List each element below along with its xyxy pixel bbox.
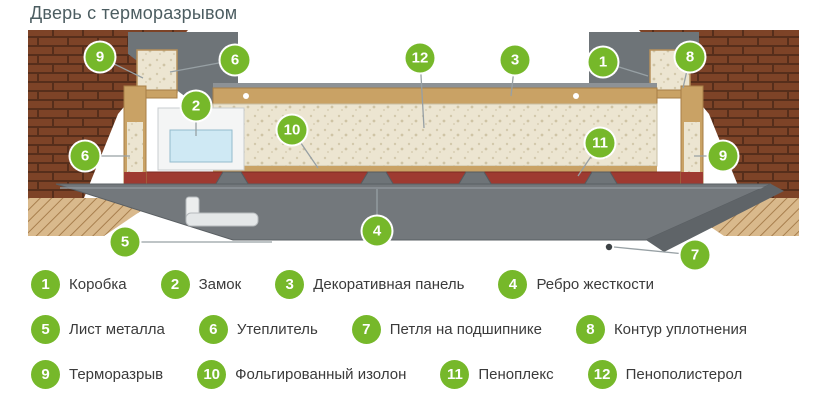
leader-lines (85, 56, 723, 256)
frame-stack-right (680, 85, 704, 189)
legend-item-7: 7 Петля на подшипнике (351, 315, 542, 344)
marker-6-left: 6 (70, 141, 100, 171)
legend-item-5: 5 Лист металла (31, 315, 165, 344)
marker-9-left-top: 9 (85, 42, 115, 72)
legend-badge: 11 (440, 360, 470, 389)
legend-badge: 10 (197, 360, 227, 389)
legend-item-12: 12 Пенополистерол (587, 360, 743, 389)
marker-10: 10 (277, 115, 307, 145)
legend-label: Декоративная панель (313, 276, 465, 293)
door-handle (185, 196, 259, 227)
marker-2: 2 (181, 91, 211, 121)
marker-6-top: 6 (220, 45, 250, 75)
legend-badge: 7 (351, 315, 381, 344)
brick-wall-right (639, 30, 799, 198)
legend-row-2: 5 Лист металла 6 Утеплитель 7 Петля на п… (31, 315, 747, 344)
legend-badge: 12 (587, 360, 617, 389)
hinge-dot (605, 243, 613, 251)
wood-sill-left (28, 198, 160, 236)
legend-label: Фольгированный изолон (235, 366, 407, 383)
page-title: Дверь с терморазрывом (30, 3, 238, 23)
legend-row-3: 9 Терморазрыв 10 Фольгированный изолон 1… (31, 360, 747, 389)
wood-sill-right (668, 198, 799, 236)
marker-4: 4 (362, 216, 392, 246)
legend-item-6: 6 Утеплитель (198, 315, 318, 344)
metal-sheet (55, 183, 784, 252)
frame-stack-left (123, 85, 147, 189)
legend-label: Ребро жесткости (536, 276, 654, 293)
door-frame-bracket-left (128, 32, 238, 106)
legend-label: Петля на подшипнике (389, 321, 542, 338)
marker-9-right: 9 (708, 141, 738, 171)
legend-badge: 3 (275, 270, 305, 299)
legend-label: Терморазрыв (69, 366, 164, 383)
legend-item-11: 11 Пеноплекс (440, 360, 554, 389)
legend-badge: 8 (575, 315, 605, 344)
marker-12: 12 (405, 43, 435, 73)
legend-item-10: 10 Фольгированный изолон (197, 360, 406, 389)
legend-label: Пенополистерол (625, 366, 743, 383)
legend-badge: 6 (198, 315, 228, 344)
legend-item-4: 4 Ребро жесткости (498, 270, 654, 299)
legend-badge: 2 (160, 270, 190, 299)
legend-badge: 4 (498, 270, 528, 299)
legend-item-1: 1 Коробка (31, 270, 127, 299)
legend: 1 Коробка 2 Замок 3 Декоративная панель … (31, 270, 747, 389)
frame-insulation-block-left (136, 49, 178, 99)
legend-label: Лист металла (69, 321, 165, 338)
marker-1: 1 (588, 47, 618, 77)
marker-11: 11 (585, 128, 615, 158)
legend-badge: 9 (31, 360, 60, 389)
marker-3: 3 (500, 45, 530, 75)
legend-label: Контур уплотнения (613, 321, 748, 338)
legend-item-8: 8 Контур уплотнения (575, 315, 748, 344)
legend-item-3: 3 Декоративная панель (275, 270, 464, 299)
marker-7: 7 (680, 240, 710, 270)
legend-label: Утеплитель (236, 321, 318, 338)
legend-label: Пеноплекс (478, 366, 554, 383)
legend-badge: 1 (31, 270, 60, 299)
legend-badge: 5 (31, 315, 60, 344)
marker-8: 8 (675, 42, 705, 72)
legend-label: Коробка (69, 276, 127, 293)
legend-item-9: 9 Терморазрыв (31, 360, 163, 389)
legend-item-2: 2 Замок (160, 270, 242, 299)
legend-row-1: 1 Коробка 2 Замок 3 Декоративная панель … (31, 270, 747, 299)
stiffening-ribs (213, 171, 620, 188)
legend-label: Замок (198, 276, 242, 293)
marker-5: 5 (110, 227, 140, 257)
